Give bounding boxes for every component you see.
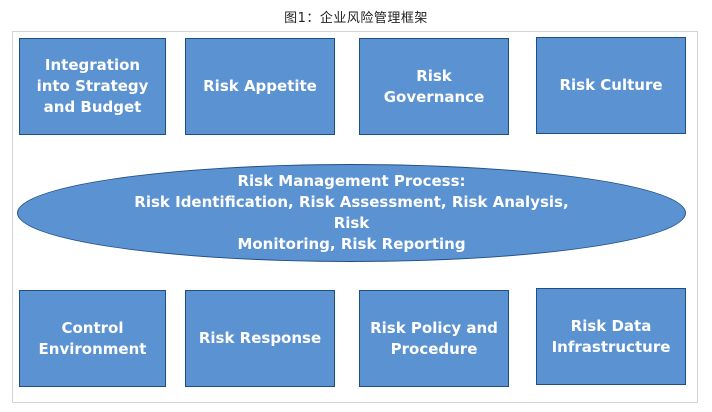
- box-label: Risk Response: [198, 329, 322, 347]
- box-label: Integration into Strategy and Budget: [36, 56, 149, 116]
- risk-management-process-ellipse: Risk Management Process: Risk Identifica…: [17, 164, 686, 262]
- figure-caption: 图1：企业风险管理框架: [284, 11, 428, 26]
- box-risk-governance: Risk Governance: [359, 38, 509, 135]
- box-risk-culture: Risk Culture: [536, 37, 686, 134]
- box-risk-response: Risk Response: [185, 290, 335, 387]
- box-control-environment: Control Environment: [19, 290, 166, 387]
- box-label: Risk Data Infrastructure: [551, 316, 671, 356]
- box-label: Control Environment: [38, 318, 147, 358]
- box-integration-strategy-budget: Integration into Strategy and Budget: [19, 38, 166, 135]
- box-label: Risk Governance: [383, 66, 485, 106]
- box-risk-appetite: Risk Appetite: [185, 38, 335, 135]
- box-label: Risk Culture: [559, 76, 663, 94]
- box-label: Risk Appetite: [203, 77, 317, 95]
- box-label: Risk Policy and Procedure: [370, 318, 498, 358]
- ellipse-line-2: Risk Identification, Risk Assessment, Ri…: [134, 193, 569, 232]
- box-risk-policy-procedure: Risk Policy and Procedure: [359, 290, 509, 387]
- ellipse-line-1: Risk Management Process:: [237, 172, 466, 190]
- ellipse-text: Risk Management Process: Risk Identifica…: [117, 171, 587, 255]
- ellipse-line-3: Monitoring, Risk Reporting: [237, 235, 466, 253]
- box-risk-data-infrastructure: Risk Data Infrastructure: [536, 288, 686, 385]
